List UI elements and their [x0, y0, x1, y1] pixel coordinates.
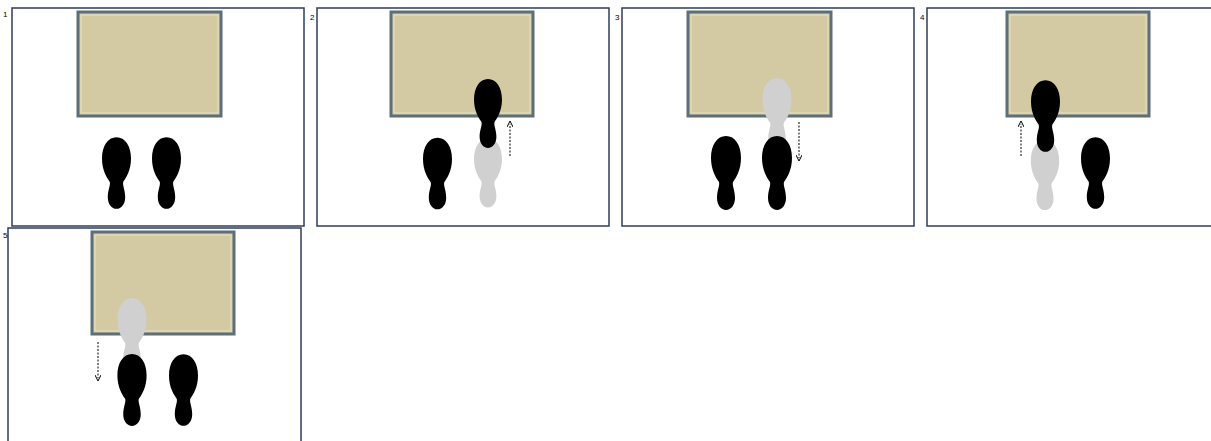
panel-frames: [8, 8, 1211, 441]
panel-number: 2: [310, 13, 314, 22]
movement-arrows: [98, 122, 1021, 378]
panel-number: 1: [3, 10, 7, 19]
panel-number: 3: [615, 13, 619, 22]
panel-number: 4: [920, 13, 924, 22]
doormats: [78, 12, 1149, 334]
footprints: [102, 78, 1110, 426]
panel-number: 5: [3, 231, 7, 240]
